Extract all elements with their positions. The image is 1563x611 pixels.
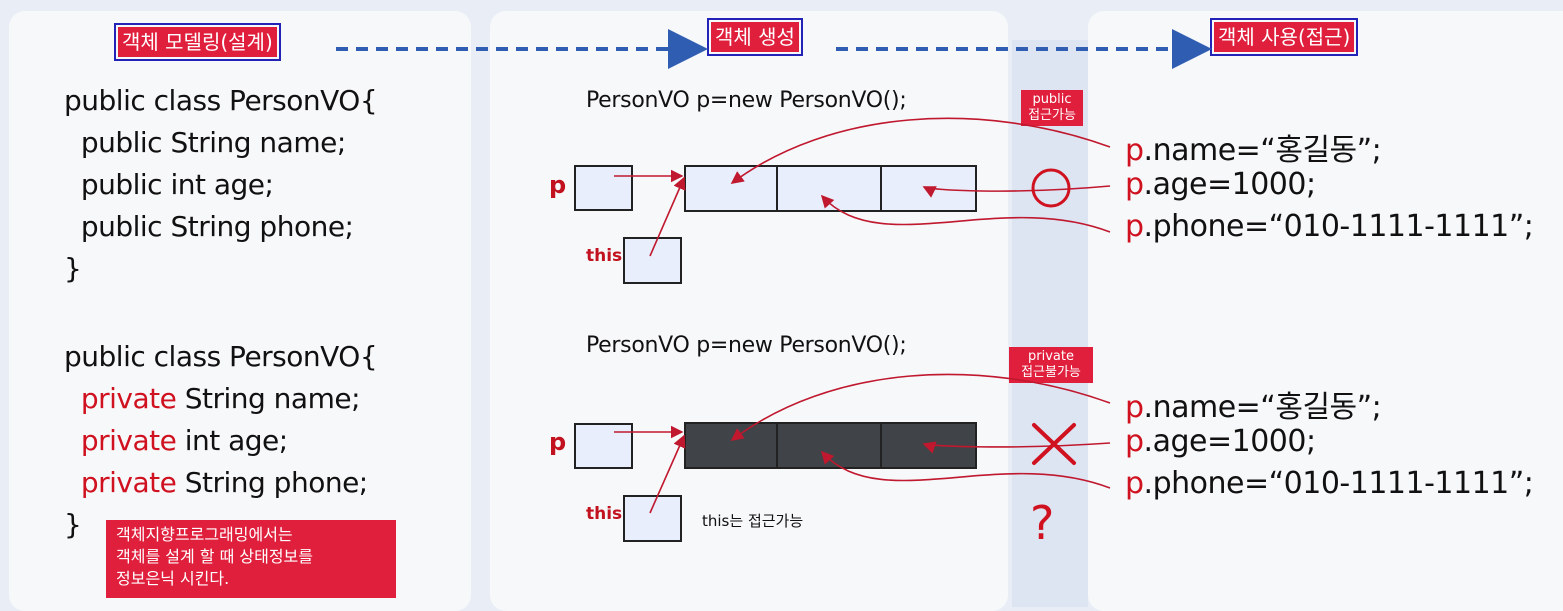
- access-code: .phone=“010-1111-1111”;: [1143, 466, 1534, 501]
- access-arrow-phone: [820, 450, 1111, 489]
- creation-panel: [490, 11, 1008, 611]
- access-name-bottom: p.name=“홍길동”;: [1125, 382, 1382, 426]
- access-modifier: private: [80, 382, 177, 415]
- badge-line: 접근가능: [1028, 108, 1076, 123]
- modeling-panel: [9, 11, 471, 611]
- title-modeling: 객체 모델링(설계): [114, 23, 281, 61]
- code-line: public class PersonVO{: [64, 340, 378, 373]
- info-note: 객체지향프로그래밍에서는 객체를 설계 할 때 상태정보를 정보은닉 시킨다.: [106, 520, 396, 598]
- code-close-brace: }: [64, 252, 82, 285]
- badge-line: public: [1032, 92, 1072, 107]
- ref-box-this: [623, 495, 682, 542]
- code-block-public: public class PersonVO{ public String nam…: [64, 80, 378, 290]
- ref-label-this: this: [586, 246, 623, 266]
- note-line: 정보은닉 시킨다.: [116, 569, 230, 588]
- var-p: p: [1125, 167, 1144, 202]
- field-decl: int age;: [176, 424, 289, 457]
- badge-public: public 접근가능: [1021, 90, 1083, 126]
- ref-label-this: this: [586, 504, 623, 524]
- ref-arrow-this: [649, 434, 686, 514]
- note-line: 객체지향프로그래밍에서는: [116, 525, 293, 544]
- allowed-circle-icon: [1031, 168, 1071, 208]
- code-close-brace: }: [64, 508, 82, 541]
- field-decl: String phone;: [162, 210, 354, 243]
- access-modifier: public: [80, 210, 163, 243]
- ref-box-p: [574, 423, 633, 469]
- code-line: public class PersonVO{: [64, 84, 378, 117]
- access-modifier: public: [80, 168, 163, 201]
- field-decl: String name;: [162, 126, 346, 159]
- var-p: p: [1125, 209, 1144, 244]
- denied-x-icon: [1032, 423, 1076, 465]
- field-decl: int age;: [162, 168, 274, 201]
- access-arrow-age: [922, 185, 1111, 198]
- access-age-top: p.age=1000;: [1125, 167, 1316, 202]
- access-modifier: private: [80, 466, 177, 499]
- access-phone-bottom: p.phone=“010-1111-1111”;: [1125, 466, 1534, 501]
- code-block-private: public class PersonVO{ private String na…: [64, 336, 378, 546]
- usage-panel: [1088, 11, 1563, 611]
- creation-statement-bottom: PersonVO p=new PersonVO();: [586, 333, 907, 358]
- access-name-top: p.name=“홍길동”;: [1125, 125, 1382, 169]
- title-creation: 객체 생성: [707, 18, 803, 56]
- access-arrow-name: [730, 117, 1111, 184]
- title-usage: 객체 사용(접근): [1209, 18, 1359, 56]
- var-p: p: [1125, 133, 1144, 168]
- access-strip: [1012, 40, 1088, 607]
- access-code: .age=1000;: [1143, 167, 1317, 202]
- field-decl: String name;: [176, 382, 361, 415]
- access-modifier: public: [80, 126, 163, 159]
- access-code: .name=“홍길동”;: [1143, 390, 1382, 425]
- access-code: .age=1000;: [1143, 424, 1317, 459]
- badge-line: 접근불가능: [1021, 365, 1081, 380]
- ref-label-p: p: [549, 428, 567, 456]
- badge-private: private 접근불가능: [1009, 347, 1093, 383]
- var-p: p: [1125, 466, 1144, 501]
- access-modifier: private: [80, 424, 177, 457]
- var-p: p: [1125, 424, 1144, 459]
- ref-box-p: [574, 165, 633, 211]
- badge-line: private: [1028, 349, 1074, 364]
- ref-label-p: p: [549, 171, 567, 199]
- creation-statement-top: PersonVO p=new PersonVO();: [586, 88, 907, 113]
- access-arrow-name: [730, 373, 1111, 441]
- access-age-bottom: p.age=1000;: [1125, 424, 1316, 459]
- access-code: .name=“홍길동”;: [1143, 133, 1382, 168]
- field-decl: String phone;: [176, 466, 369, 499]
- note-line: 객체를 설계 할 때 상태정보를: [116, 547, 313, 566]
- ref-arrow-this: [649, 176, 686, 257]
- access-phone-top: p.phone=“010-1111-1111”;: [1125, 209, 1534, 244]
- question-mark: ?: [1030, 496, 1055, 550]
- access-arrow-age: [922, 441, 1111, 454]
- this-access-note: this는 접근가능: [702, 512, 804, 530]
- access-arrow-phone: [820, 194, 1111, 233]
- field-cell-phone: [880, 165, 977, 212]
- ref-box-this: [623, 237, 682, 284]
- access-code: .phone=“010-1111-1111”;: [1143, 209, 1534, 244]
- var-p: p: [1125, 390, 1144, 425]
